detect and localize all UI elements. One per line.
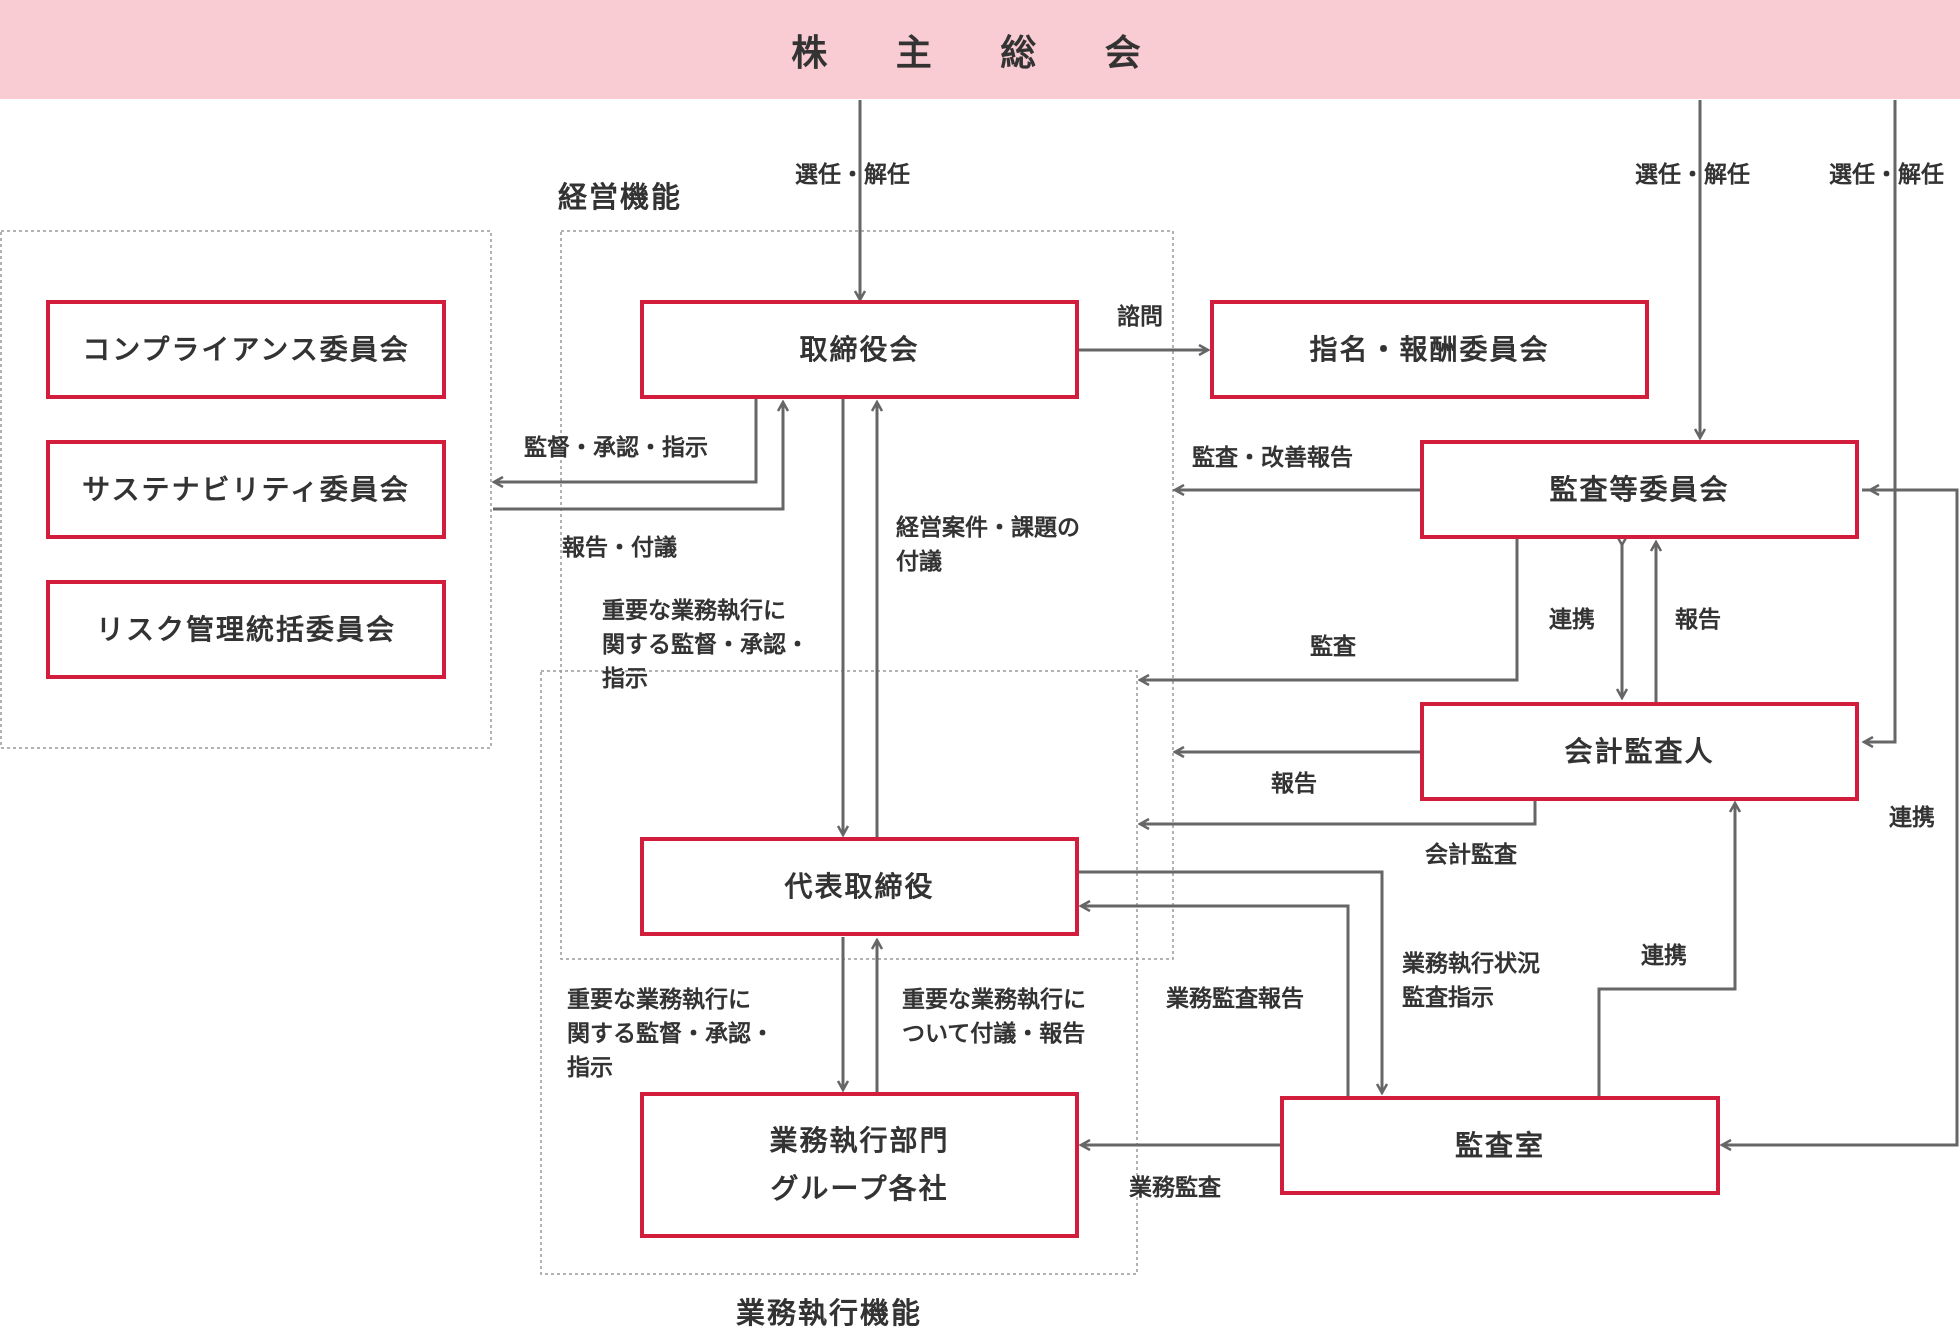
- accounting-audit-arrow: [1140, 800, 1537, 824]
- nomination-committee-label: 指名・報酬委員会: [1309, 332, 1550, 366]
- consult-label: 諮問: [1117, 304, 1163, 330]
- audit-office-box: 監査室: [1280, 1096, 1720, 1195]
- report-label-2: 報告: [1271, 771, 1317, 797]
- elect-label-board: 選任・解任: [795, 162, 910, 188]
- coop-label-2: 連携: [1641, 943, 1687, 969]
- compliance-committee-box: コンプライアンス委員会: [46, 300, 446, 399]
- shareholders-meeting-title: 株 主 総 会: [791, 32, 1169, 74]
- business-audit-report-arrow: [1081, 906, 1350, 1097]
- important-report-label: 重要な業務執行に ついて付議・報告: [902, 987, 1086, 1047]
- elect-label-accounting-auditor: 選任・解任: [1829, 162, 1944, 188]
- report-submit-arrow: [493, 402, 783, 511]
- submit-issues-label: 経営案件・課題の 付議: [896, 515, 1080, 575]
- management-frame: [560, 230, 1174, 960]
- audit-arrow: [1140, 538, 1519, 680]
- sustainability-committee-label: サステナビリティ委員会: [82, 472, 410, 506]
- elect-label-audit-committee: 選任・解任: [1635, 162, 1750, 188]
- report-submit-label: 報告・付議: [562, 535, 677, 561]
- accounting-auditor-label: 会計監査人: [1564, 734, 1715, 768]
- risk-committee-box: リスク管理統括委員会: [46, 580, 446, 679]
- board-label: 取締役会: [799, 332, 920, 366]
- audit-report-label: 監査・改善報告: [1192, 445, 1353, 471]
- nomination-committee-box: 指名・報酬委員会: [1210, 300, 1649, 399]
- report-label-1: 報告: [1675, 607, 1721, 633]
- coop-office-auditor-arrow: [1599, 803, 1735, 1096]
- exec-status-arrow: [1079, 870, 1382, 1093]
- representative-director-label: 代表取締役: [784, 869, 935, 903]
- representative-director-box: 代表取締役: [640, 837, 1079, 936]
- audit-committee-box: 監査等委員会: [1420, 440, 1859, 539]
- supervise-label: 監督・承認・指示: [524, 435, 708, 461]
- coop-label-right: 連携: [1889, 805, 1935, 831]
- coop-label-1: 連携: [1549, 607, 1595, 633]
- compliance-committee-label: コンプライアンス委員会: [82, 332, 410, 366]
- business-audit-label: 業務監査: [1129, 1175, 1221, 1201]
- right-coop-line: [1722, 488, 1959, 1145]
- business-divisions-label: 業務執行部門: [769, 1124, 950, 1158]
- execution-frame: [540, 670, 1138, 1275]
- management-section-title: 経営機能: [558, 180, 683, 214]
- audit-label: 監査: [1310, 634, 1356, 660]
- business-divisions-box: 業務執行部門 グループ各社: [640, 1092, 1079, 1238]
- accounting-audit-label: 会計監査: [1425, 842, 1517, 868]
- audit-office-label: 監査室: [1454, 1128, 1545, 1162]
- execution-section-title: 業務執行機能: [736, 1296, 923, 1330]
- board-box: 取締役会: [640, 300, 1079, 399]
- shareholders-meeting-banner: 株 主 総 会: [0, 0, 1960, 99]
- important-supervise-label-1: 重要な業務執行に 関する監督・承認・ 指示: [602, 598, 809, 692]
- risk-committee-label: リスク管理統括委員会: [95, 612, 396, 646]
- audit-committee-label: 監査等委員会: [1549, 472, 1730, 506]
- elect-accounting-auditor-arrow: [1864, 100, 1897, 742]
- exec-status-label: 業務執行状況 監査指示: [1402, 951, 1540, 1011]
- accounting-auditor-box: 会計監査人: [1420, 702, 1859, 801]
- supervise-arrow: [494, 399, 758, 482]
- sustainability-committee-box: サステナビリティ委員会: [46, 440, 446, 539]
- group-companies-label: グループ各社: [770, 1172, 949, 1205]
- important-supervise-label-2: 重要な業務執行に 関する監督・承認・ 指示: [567, 987, 774, 1081]
- business-audit-report-label: 業務監査報告: [1166, 986, 1304, 1012]
